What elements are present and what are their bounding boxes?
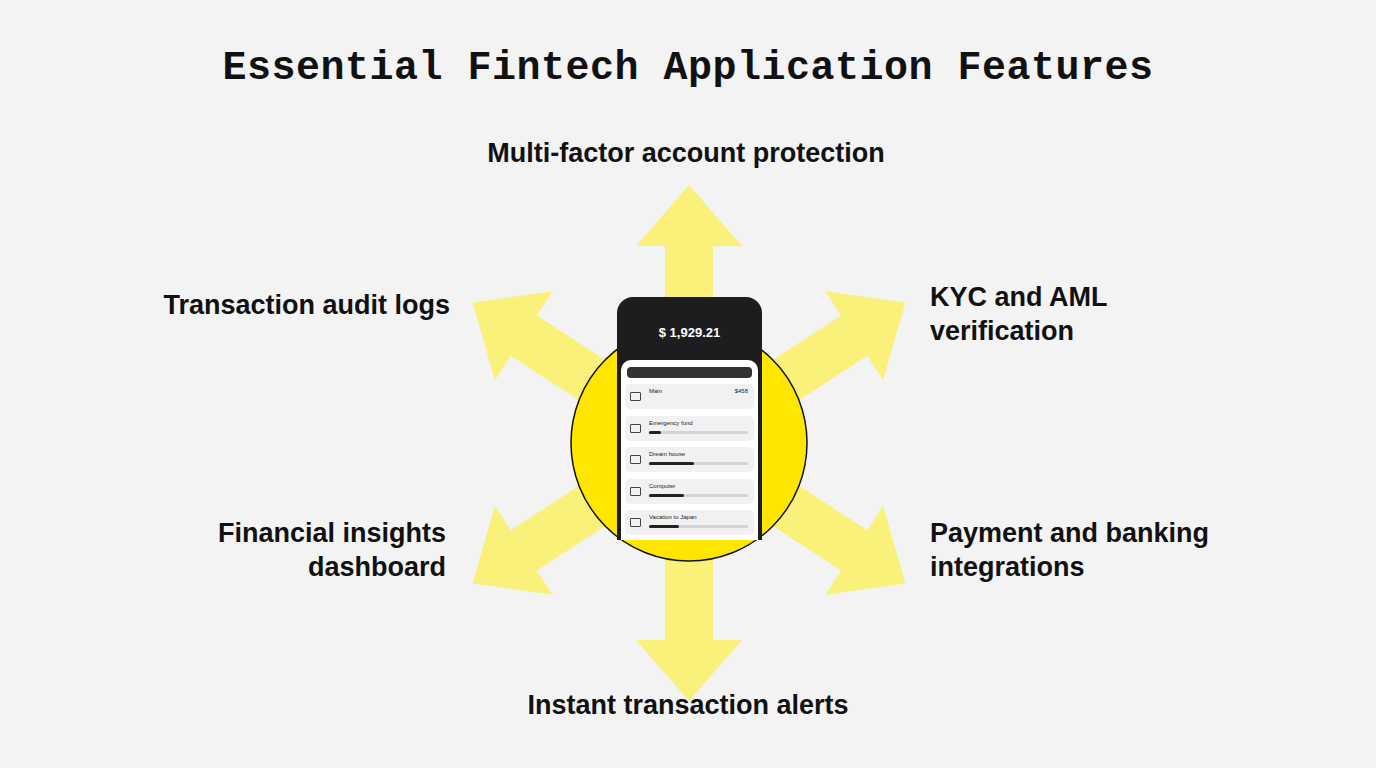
savings-row: Main $458 — [625, 384, 754, 409]
feature-label: Transaction audit logs — [100, 288, 450, 322]
progress-bar — [649, 431, 748, 434]
diagram-title: Essential Fintech Application Features — [0, 46, 1376, 91]
row-icon — [630, 518, 641, 527]
progress-fill — [649, 525, 679, 528]
feature-label: Payment and banking integrations — [930, 516, 1220, 584]
phone-screen: $ 1,929.21Main $458Emergency fundDream ho… — [617, 297, 762, 540]
progress-fill — [649, 462, 694, 465]
savings-row: Emergency fund — [625, 416, 754, 441]
progress-fill — [649, 431, 661, 434]
balance-amount: $ 1,929.21 — [617, 325, 762, 340]
row-name: Dream house — [649, 451, 685, 457]
feature-label: Instant transaction alerts — [388, 688, 988, 722]
row-name: Emergency fund — [649, 420, 693, 426]
feature-label: KYC and AML verification — [930, 280, 1145, 348]
savings-row: Vacation to Japan — [625, 510, 754, 535]
savings-row: Dream house — [625, 447, 754, 472]
progress-bar — [649, 494, 748, 497]
row-icon — [630, 392, 641, 401]
notice-pill — [627, 367, 752, 378]
row-name: Vacation to Japan — [649, 514, 697, 520]
row-icon — [630, 424, 641, 433]
feature-label: Financial insights dashboard — [196, 516, 446, 584]
hub-circle — [571, 325, 807, 561]
row-name: Main — [649, 388, 662, 394]
savings-row: Computer — [625, 479, 754, 504]
row-name: Computer — [649, 483, 675, 489]
feature-label: Multi-factor account protection — [386, 136, 986, 170]
progress-bar — [649, 525, 748, 528]
radiating-arrows — [444, 185, 934, 701]
row-icon — [630, 455, 641, 464]
progress-fill — [649, 494, 684, 497]
progress-bar — [649, 462, 748, 465]
row-amount: $458 — [735, 388, 748, 394]
row-icon — [630, 487, 641, 496]
